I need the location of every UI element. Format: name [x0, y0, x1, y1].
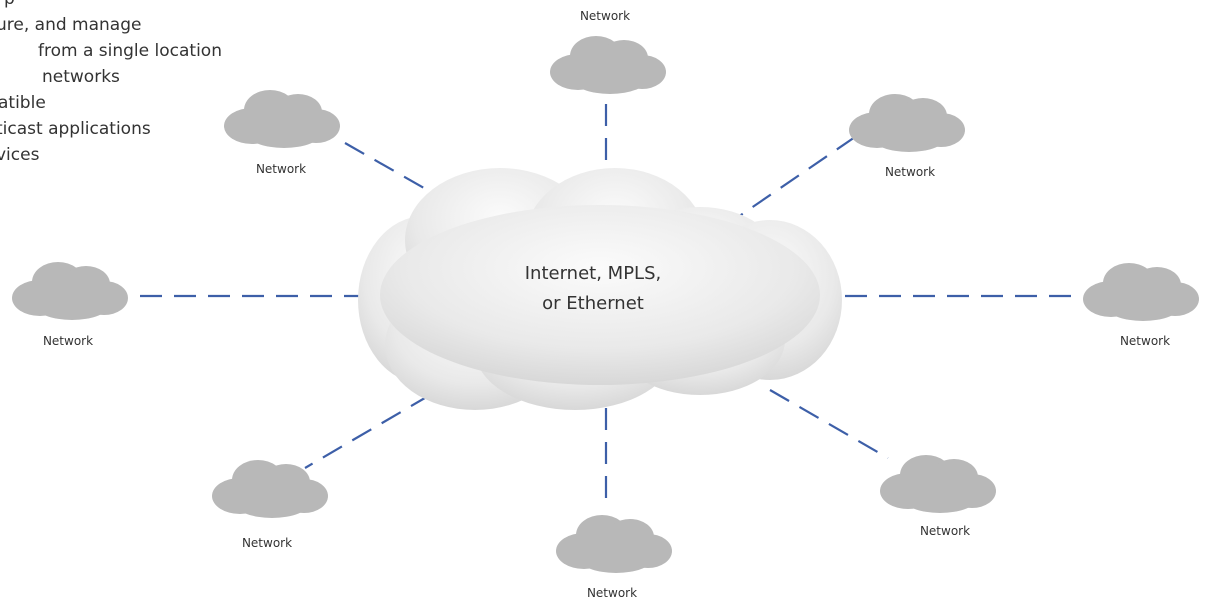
- network-cloud-left: [12, 262, 128, 320]
- link-bottom-right: [769, 389, 889, 459]
- network-cloud-right: [1083, 263, 1199, 321]
- core-label-line1: Internet, MPLS,: [525, 263, 661, 284]
- network-label-top-left: Network: [256, 162, 306, 176]
- bullet-item: ticast applications: [0, 119, 151, 139]
- network-label-right: Network: [1120, 334, 1170, 348]
- network-cloud-top-right: [849, 94, 965, 152]
- network-label-top: Network: [580, 9, 630, 23]
- link-lines: [140, 104, 1080, 510]
- bullet-item: vices: [0, 145, 40, 165]
- network-cloud-bottom-left: [212, 460, 328, 518]
- core-label-line2: or Ethernet: [542, 293, 644, 314]
- network-cloud-top-left: [224, 90, 340, 148]
- network-label-bottom: Network: [587, 586, 637, 600]
- core-cloud: [358, 168, 842, 410]
- link-top-right: [737, 136, 856, 218]
- bullet-item: ure, and manage: [0, 15, 142, 35]
- network-label-bottom-left: Network: [242, 536, 292, 550]
- bullet-item: atible: [0, 93, 46, 113]
- network-cloud-top: [550, 36, 666, 94]
- bullet-item: from a single location: [38, 41, 222, 61]
- network-label-top-right: Network: [885, 165, 935, 179]
- link-bottom-left: [304, 394, 431, 469]
- link-top-left: [344, 142, 446, 201]
- network-cloud-bottom: [556, 515, 672, 573]
- network-cloud-bottom-right: [880, 455, 996, 513]
- intro-bullet-list: p ure, and manage from a single location…: [0, 0, 222, 168]
- network-label-left: Network: [43, 334, 93, 348]
- bullet-item: p: [0, 0, 222, 12]
- bullet-item: networks: [42, 67, 120, 87]
- network-label-bottom-right: Network: [920, 524, 970, 538]
